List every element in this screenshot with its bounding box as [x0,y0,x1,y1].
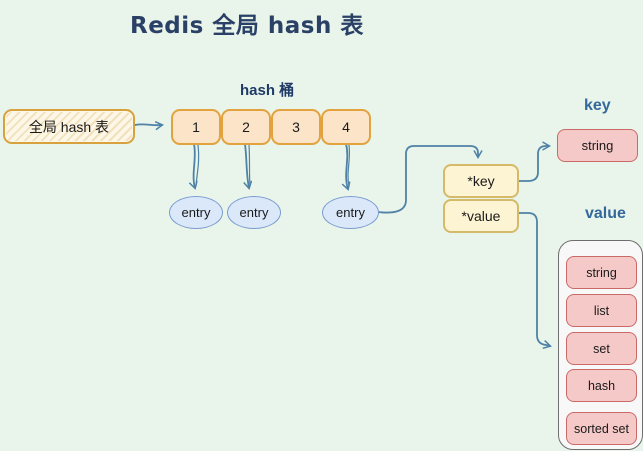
global-hash-table-label: 全局 hash 表 [28,118,110,135]
value-type-node-set: set [566,332,637,365]
bucket-node-4: 4 [321,109,371,145]
entry-key-field-label: *key [467,173,495,189]
entry-node-3: entry [322,196,379,229]
bucket-node-3: 3 [271,109,321,145]
global-hash-table-node: 全局 hash 表 [3,109,135,144]
arrow-bucket2-to-entry2 [245,143,249,188]
arrow-bucket4-to-entry3 [346,143,348,189]
value-type-label: hash [587,378,616,393]
key-type-label: string [581,138,614,153]
bucket-label: 2 [242,119,250,135]
bucket-label: 4 [342,119,350,135]
arrow-key-to-string [516,146,549,182]
entry-label: entry [181,205,211,220]
entry-label: entry [336,205,365,220]
entry-value-field-label: *value [461,208,501,224]
value-type-label: list [593,303,610,318]
hash-bucket-label: hash 桶 [240,82,295,99]
entry-node-1: entry [169,196,223,229]
entry-label: entry [239,205,269,220]
key-type-node: string [557,129,638,162]
bucket-node-1: 1 [171,109,221,145]
bucket-label: 1 [192,119,200,135]
value-type-label: set [593,341,610,356]
bucket-node-2: 2 [221,109,271,145]
value-type-node-list: list [566,294,637,327]
value-type-node-hash: hash [566,369,637,402]
value-type-node-string: string [566,256,637,289]
entry-value-field-node: *value [443,199,519,233]
diagram-title: Redis 全局 hash 表 [130,13,364,39]
arrow-global-to-bucket1 [134,124,162,125]
value-type-label: string [586,265,617,280]
value-type-label: sorted set [574,421,629,436]
arrow-value-to-container [516,212,550,346]
entry-node-2: entry [227,196,281,229]
key-section-label: key [584,97,611,114]
value-type-node-sorted-set: sorted set [566,412,637,445]
value-section-label: value [585,205,626,222]
arrow-bucket1-to-entry1 [194,143,195,188]
entry-key-field-node: *key [443,164,519,198]
bucket-label: 3 [292,119,300,135]
